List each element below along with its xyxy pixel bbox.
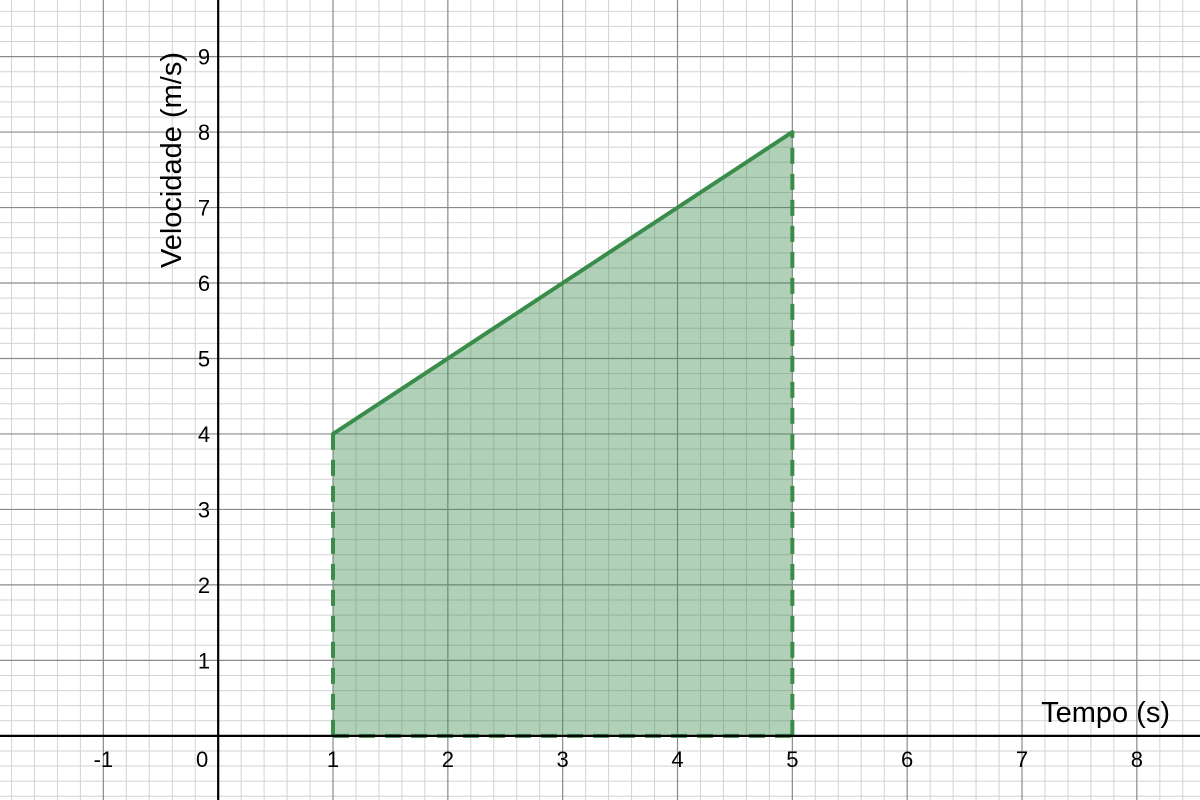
y-tick-label: 6 <box>198 271 210 296</box>
x-tick-label: 0 <box>196 747 208 772</box>
y-axis-title: Velocidade (m/s) <box>156 52 188 268</box>
y-tick-label: 9 <box>198 45 210 70</box>
y-tick-label: 8 <box>198 120 210 145</box>
y-tick-label: 7 <box>198 196 210 221</box>
y-tick-label: 2 <box>198 573 210 598</box>
x-tick-label: 7 <box>1016 747 1028 772</box>
y-tick-label: 3 <box>198 497 210 522</box>
y-tick-label: 4 <box>198 422 210 447</box>
tick-labels: -1 0 1 2 3 4 5 6 7 8 1 2 3 4 5 6 7 8 9 <box>94 45 1143 772</box>
x-tick-label: 2 <box>442 747 454 772</box>
shaded-area-region <box>333 132 793 736</box>
y-tick-label: 5 <box>198 346 210 371</box>
y-tick-label: 1 <box>198 648 210 673</box>
series-layer <box>331 130 795 738</box>
x-tick-label: 5 <box>786 747 798 772</box>
x-tick-label: 4 <box>671 747 683 772</box>
x-tick-label: -1 <box>94 747 114 772</box>
x-tick-label: 3 <box>557 747 569 772</box>
x-axis-title: Tempo (s) <box>1041 697 1170 729</box>
x-tick-label: 8 <box>1131 747 1143 772</box>
x-tick-label: 6 <box>901 747 913 772</box>
velocity-line <box>331 130 795 436</box>
x-tick-label: 1 <box>327 747 339 772</box>
